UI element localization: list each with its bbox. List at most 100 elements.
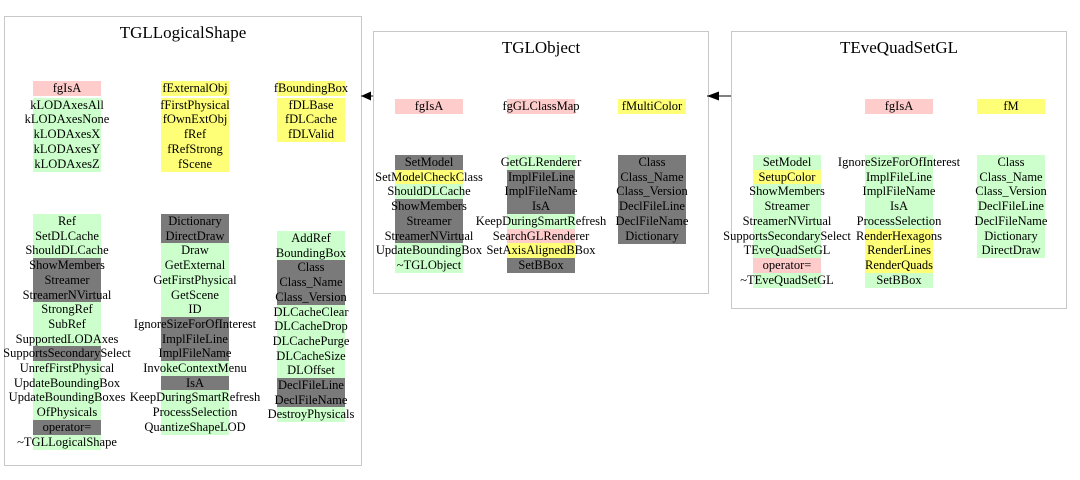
member-method[interactable]: Class_Name (618, 169, 686, 185)
member-method[interactable]: DeclFileName (975, 213, 1047, 229)
member-method[interactable]: GetFirstPhysical (153, 272, 237, 288)
member-field[interactable]: fScene (161, 156, 229, 172)
member-method[interactable]: DestroyPhysicals (268, 407, 354, 423)
member-method[interactable]: ShouldDLCache (387, 184, 471, 200)
member-method[interactable]: InvokeContextMenu (143, 361, 247, 376)
member-field[interactable]: fOwnExtObj (161, 112, 229, 128)
member-method[interactable]: Class (618, 155, 686, 170)
member-method[interactable]: DeclFileLine (977, 199, 1045, 215)
member-method[interactable]: Streamer (395, 213, 463, 229)
member-method[interactable]: SubRef (33, 316, 101, 332)
member-method[interactable]: DirectDraw (161, 228, 229, 244)
member-method[interactable]: ImplFileName (863, 184, 935, 200)
member-method[interactable]: DLCachePurge (273, 333, 349, 349)
member-method[interactable]: UpdateBoundingBox (14, 375, 120, 391)
member-method[interactable]: Class (277, 260, 345, 276)
member-field[interactable]: fExternalObj (161, 81, 229, 96)
member-field[interactable]: fDLBase (277, 97, 345, 113)
member-method[interactable]: IsA (161, 375, 229, 391)
member-field[interactable]: fgIsA (395, 99, 463, 114)
member-method[interactable]: Streamer (33, 272, 101, 288)
member-method[interactable]: ImplFileName (505, 184, 577, 200)
member-method[interactable]: KeepDuringSmartRefresh (476, 213, 606, 229)
member-method[interactable]: Dictionary (161, 214, 229, 229)
member-field[interactable]: fgIsA (33, 81, 101, 96)
member-method[interactable]: DeclFileName (275, 392, 347, 408)
member-method[interactable]: DeclFileName (616, 213, 688, 229)
member-method[interactable]: SetBBox (507, 257, 575, 273)
member-method[interactable]: Class_Name (277, 275, 345, 291)
member-field[interactable]: kLODAxesAll (30, 97, 104, 113)
member-method[interactable]: Dictionary (977, 228, 1045, 244)
member-method[interactable]: IsA (507, 199, 575, 215)
member-method[interactable]: operator= (753, 257, 821, 273)
member-field[interactable]: fgGLClassMap (502, 99, 580, 114)
member-method[interactable]: operator= (33, 419, 101, 435)
member-method[interactable]: SetAxisAlignedBBox (486, 243, 596, 259)
member-field[interactable]: fgIsA (865, 99, 933, 114)
member-method[interactable]: Draw (161, 243, 229, 259)
member-method[interactable]: QuantizeShapeLOD (144, 419, 246, 435)
member-method[interactable]: SetModel (395, 155, 463, 170)
member-method[interactable]: ImplFileLine (865, 169, 933, 185)
member-method[interactable]: Class_Version (975, 184, 1047, 200)
member-method[interactable]: RenderHexagons (856, 228, 942, 244)
member-method[interactable]: ~TGLObject (395, 257, 463, 273)
member-field[interactable]: fM (977, 99, 1045, 114)
member-method[interactable]: GetExternal (161, 258, 229, 274)
member-method[interactable]: Streamer (753, 199, 821, 215)
member-method[interactable]: ~TEveQuadSetGL (740, 272, 834, 288)
member-method[interactable]: UnrefFirstPhysical (20, 361, 114, 376)
member-field[interactable]: kLODAxesNone (25, 112, 109, 128)
member-method[interactable]: StrongRef (33, 302, 101, 318)
member-method[interactable]: ProcessSelection (857, 213, 941, 229)
member-method[interactable]: Class_Version (616, 184, 688, 200)
member-field[interactable]: fRefStrong (161, 141, 229, 157)
member-method[interactable]: ShowMembers (29, 258, 105, 274)
member-method[interactable]: DeclFileLine (277, 378, 345, 393)
member-method[interactable]: GetGLRenderer (501, 155, 581, 170)
member-method[interactable]: SearchGLRenderer (493, 228, 589, 244)
member-method[interactable]: IsA (865, 199, 933, 215)
member-method[interactable]: ID (161, 302, 229, 318)
member-method[interactable]: Class (977, 155, 1045, 170)
member-method[interactable]: Dictionary (618, 228, 686, 244)
member-field[interactable]: fFirstPhysical (160, 97, 230, 113)
member-method[interactable]: SetDLCache (33, 228, 101, 244)
member-method[interactable]: DLCacheSize (276, 348, 346, 364)
member-method[interactable]: StreamerNVirtual (743, 213, 831, 229)
member-method[interactable]: GetScene (161, 287, 229, 303)
member-method[interactable]: RenderQuads (865, 257, 933, 273)
member-method[interactable]: ShowMembers (391, 199, 467, 215)
member-field[interactable]: kLODAxesZ (33, 156, 101, 172)
member-method[interactable]: Class_Version (275, 289, 347, 305)
member-method[interactable]: ~TGLLogicalShape (17, 434, 117, 450)
member-method[interactable]: ShouldDLCache (25, 243, 109, 259)
member-method[interactable]: BoundingBox (276, 245, 346, 261)
member-method[interactable]: DeclFileLine (618, 199, 686, 215)
member-field[interactable]: kLODAxesX (33, 127, 101, 143)
member-method[interactable]: ImplFileLine (161, 331, 229, 347)
member-method[interactable]: Ref (33, 214, 101, 229)
member-method[interactable]: SupportsSecondarySelect (3, 346, 131, 362)
member-field[interactable]: fRef (161, 127, 229, 143)
member-field[interactable]: fDLCache (277, 112, 345, 128)
member-method[interactable]: SupportsSecondarySelect (723, 228, 851, 244)
member-method[interactable]: SetBBox (865, 272, 933, 288)
member-field[interactable]: kLODAxesY (33, 141, 101, 157)
member-method[interactable]: StreamerNVirtual (385, 228, 473, 244)
member-method[interactable]: DLCacheClear (274, 304, 348, 320)
member-method[interactable]: DirectDraw (977, 243, 1045, 259)
member-method[interactable]: SetModel (753, 155, 821, 170)
member-method[interactable]: DLCacheDrop (274, 319, 348, 335)
member-method[interactable]: ProcessSelection (153, 405, 237, 421)
member-method[interactable]: UpdateBoundingBox (376, 243, 482, 259)
member-method[interactable]: ImplFileLine (507, 169, 575, 185)
member-method[interactable]: SetupColor (753, 169, 821, 185)
member-method[interactable]: StreamerNVirtual (23, 287, 111, 303)
member-method[interactable]: Class_Name (977, 169, 1045, 185)
member-field[interactable]: fBoundingBox (274, 81, 348, 96)
